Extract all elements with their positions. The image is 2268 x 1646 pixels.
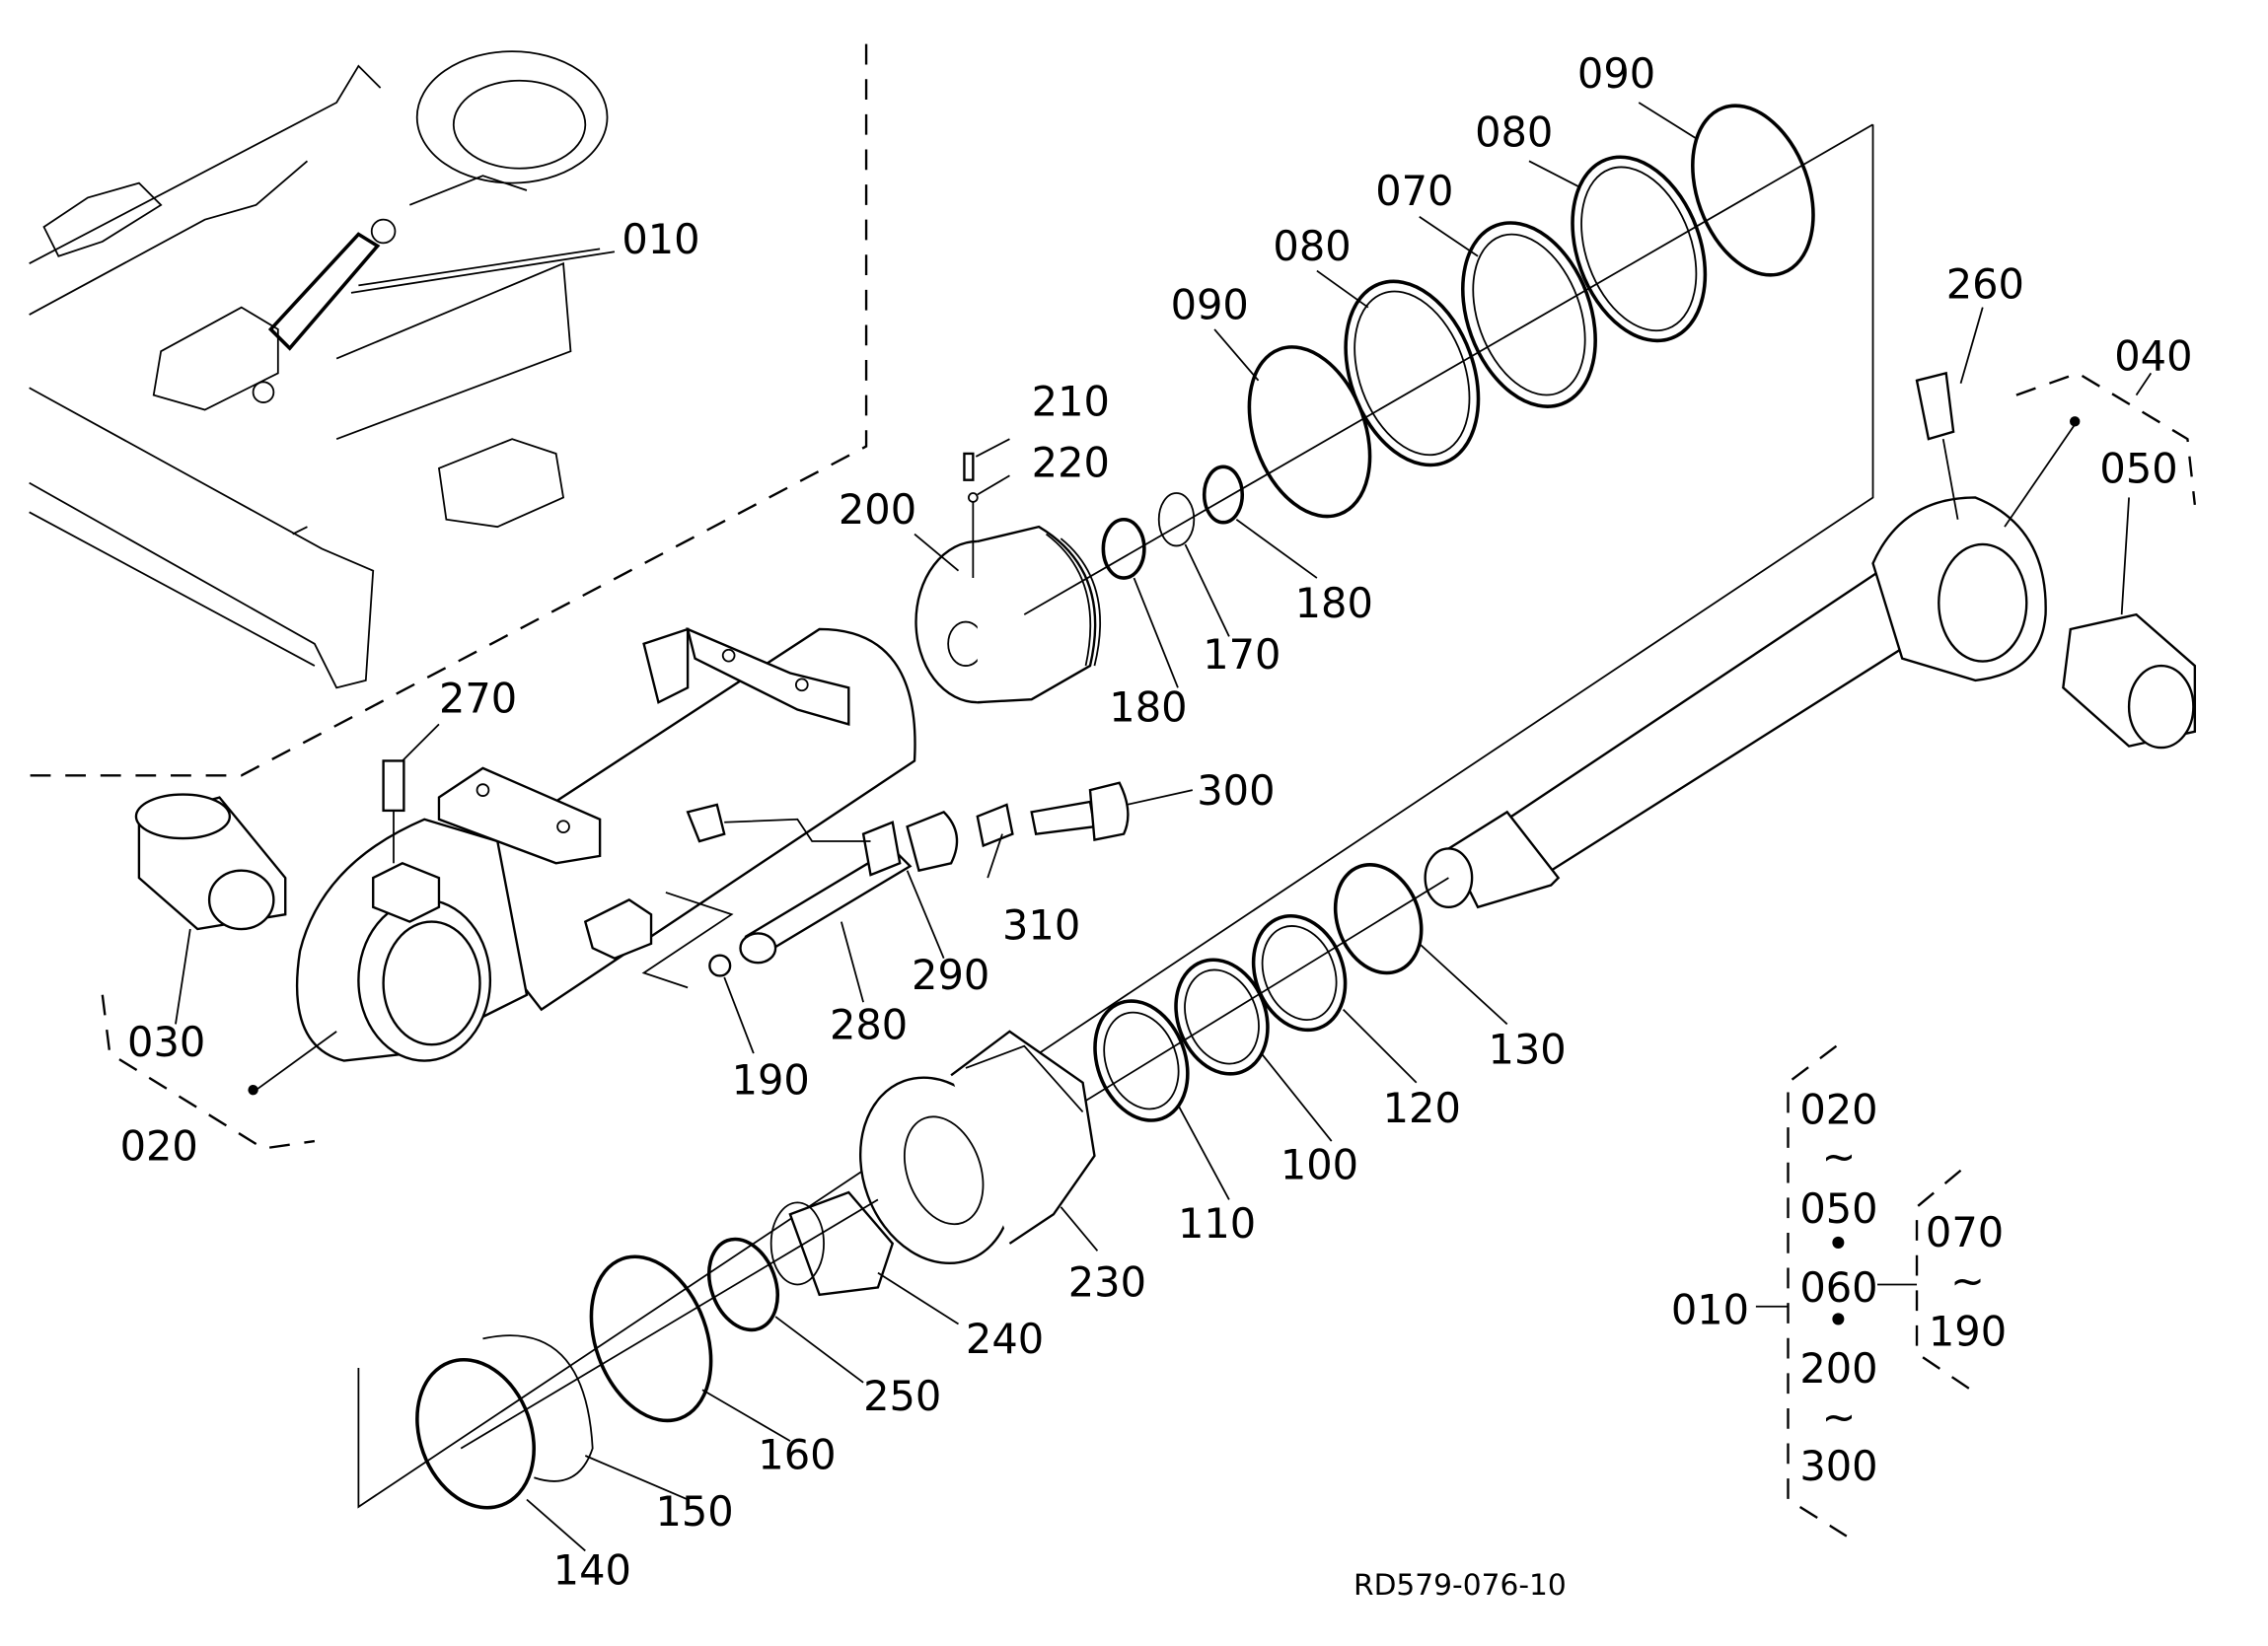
callout-labels: 010 020 030 040 050 070 080 080 090 090 … xyxy=(120,49,2193,1594)
callout-290: 290 xyxy=(912,951,989,999)
callout-230: 230 xyxy=(1068,1257,1146,1306)
callout-040: 040 xyxy=(2114,331,2192,380)
legend-sub-1: ~ xyxy=(1950,1256,1985,1305)
legend-main-3: • xyxy=(1826,1220,1851,1268)
callout-020: 020 xyxy=(120,1121,198,1170)
callout-070: 070 xyxy=(1375,167,1453,215)
callout-210: 210 xyxy=(1032,377,1110,425)
callout-260: 260 xyxy=(1946,260,2024,309)
rod-seals xyxy=(935,863,1449,1193)
callout-150: 150 xyxy=(655,1487,733,1536)
callout-120: 120 xyxy=(1383,1084,1461,1132)
callout-180-a: 180 xyxy=(1295,579,1373,627)
callout-080-b: 080 xyxy=(1475,108,1553,157)
legend-main-4: 060 xyxy=(1799,1263,1877,1312)
callout-160: 160 xyxy=(758,1430,836,1478)
head-200 xyxy=(915,452,1101,704)
callout-170: 170 xyxy=(1203,630,1280,679)
callout-130: 130 xyxy=(1488,1025,1566,1073)
callout-100: 100 xyxy=(1280,1141,1358,1189)
piston-rod xyxy=(1424,371,2197,909)
legend-main-5: • xyxy=(1826,1296,1851,1344)
callout-240: 240 xyxy=(966,1315,1044,1363)
callout-140: 140 xyxy=(553,1546,631,1595)
cylinder-barrel xyxy=(248,626,916,1096)
callout-180-b: 180 xyxy=(1109,682,1187,731)
callout-220: 220 xyxy=(1032,439,1110,487)
callout-010: 010 xyxy=(622,215,699,263)
callout-090-b: 090 xyxy=(1577,49,1655,98)
legend-main-0: 020 xyxy=(1799,1085,1877,1133)
legend-sub-2: 190 xyxy=(1929,1308,2007,1356)
legend-sub-0: 070 xyxy=(1926,1208,2004,1256)
callout-050: 050 xyxy=(2099,445,2177,493)
legend-main-7: ~ xyxy=(1822,1393,1857,1441)
grease-nipple-270 xyxy=(382,759,405,864)
legend-parent: 010 xyxy=(1671,1286,1749,1334)
callout-250: 250 xyxy=(863,1372,941,1420)
rod-guide-assembly xyxy=(415,1030,1096,1510)
callout-280: 280 xyxy=(830,1000,908,1048)
drawing-code: RD579-076-10 xyxy=(1353,1567,1567,1602)
piston-rings xyxy=(357,104,1874,1509)
leader-lines xyxy=(175,102,2153,1552)
callout-110: 110 xyxy=(1178,1199,1256,1248)
machine-overview-inset xyxy=(29,43,868,777)
bushing-030 xyxy=(134,793,287,931)
legend-main-1: ~ xyxy=(1822,1132,1857,1181)
callout-310: 310 xyxy=(1002,900,1080,949)
callout-200: 200 xyxy=(839,485,916,534)
legend-main-8: 300 xyxy=(1799,1442,1877,1490)
callout-270: 270 xyxy=(439,675,517,723)
callout-090-a: 090 xyxy=(1171,281,1249,329)
assembly-legend: 010 020 ~ 050 • 060 • 200 ~ 300 070 ~ 19… xyxy=(1671,1044,2007,1538)
callout-190: 190 xyxy=(732,1056,810,1105)
callout-080-a: 080 xyxy=(1273,222,1351,270)
callout-030: 030 xyxy=(127,1018,205,1066)
group-bracket-020 xyxy=(101,994,316,1150)
pipe-assembly xyxy=(641,781,1130,989)
small-rings xyxy=(1023,123,1873,615)
legend-main-2: 050 xyxy=(1799,1184,1877,1233)
legend-main-6: 200 xyxy=(1799,1344,1877,1393)
callout-300: 300 xyxy=(1197,766,1275,815)
